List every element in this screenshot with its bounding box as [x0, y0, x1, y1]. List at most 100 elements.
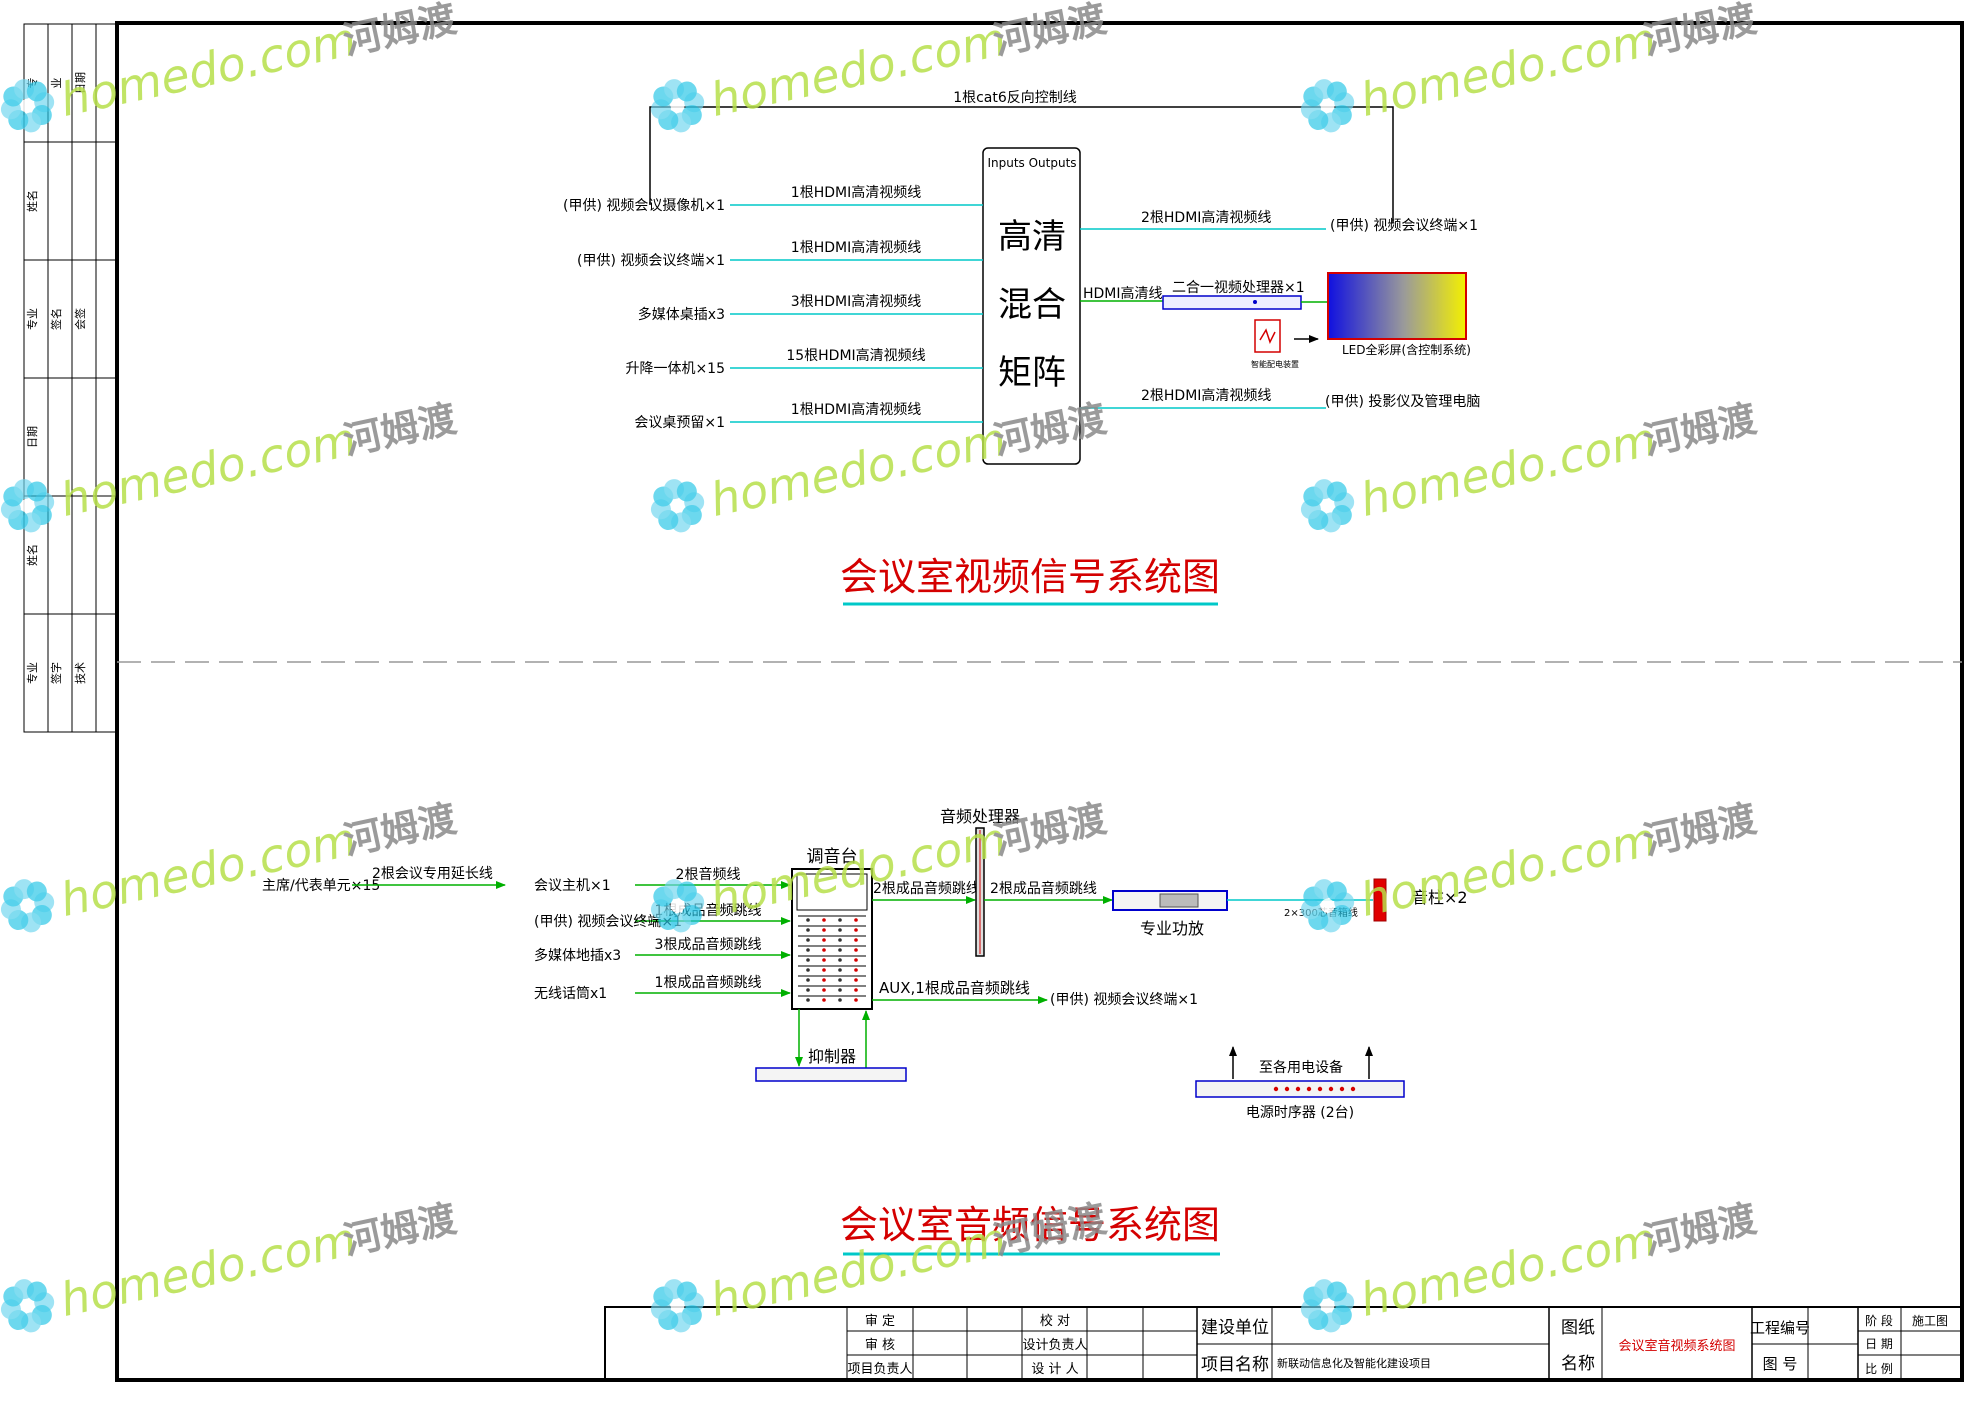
aux-cable: AUX,1根成品音频跳线 [879, 979, 1030, 997]
sequencer-led [1295, 1086, 1301, 1092]
mixer-knob [838, 998, 842, 1002]
mixer-knob [854, 968, 858, 972]
mixer-knob [822, 928, 826, 932]
tb-client-label: 建设单位 [1201, 1318, 1269, 1338]
watermark-cn: 河姆渡 [340, 796, 461, 863]
mixer-knob [822, 978, 826, 982]
mixer-knob [806, 918, 810, 922]
mixer-knob [838, 958, 842, 962]
sequencer-led [1317, 1086, 1323, 1092]
watermark-text: homedo.com [56, 412, 361, 527]
matrix-char-1: 高清 [998, 217, 1066, 257]
audio-processor-label: 音频处理器 [940, 807, 1020, 826]
mixer-top-panel [796, 873, 868, 911]
speaker-column [1373, 878, 1387, 922]
video-processor [1162, 295, 1302, 310]
sequencer-led [1273, 1086, 1279, 1092]
power-sensor-icon [1259, 328, 1276, 344]
tb-eng-no: 工程编号 [1750, 1319, 1810, 1337]
flower-icon [0, 479, 55, 533]
watermark-text: homedo.com [1356, 812, 1661, 927]
tb-fig-no: 图 号 [1763, 1355, 1798, 1373]
audio-input-cable: 3根成品音频跳线 [655, 936, 762, 953]
flower-icon [0, 1279, 55, 1333]
mixer-knob [854, 948, 858, 952]
video-out-bot-device: (甲供) 投影仪及管理电脑 [1325, 394, 1480, 410]
proc-to-amp-cable: 2根成品音频跳线 [990, 880, 1097, 897]
audio-input-device: (甲供) 视频会议终端×1 [534, 914, 682, 930]
video-input-cable: 1根HDMI高清视频线 [791, 401, 921, 418]
matrix-char-2: 混合 [998, 285, 1066, 325]
mixer-knob [822, 988, 826, 992]
tb-pm: 项目负责人 [847, 1362, 912, 1377]
video-input-device: (甲供) 视频会议终端×1 [577, 253, 725, 269]
watermark-text: homedo.com [1356, 12, 1661, 127]
strip-cell-text: 日期 [74, 72, 87, 94]
flower-icon [1300, 479, 1355, 533]
strip-cell-text: 专业 [25, 662, 39, 684]
tb-scale: 比 例 [1865, 1362, 1893, 1376]
control-line [649, 106, 1394, 223]
mixer-knob [854, 938, 858, 942]
watermark-cn: 河姆渡 [340, 1196, 461, 1263]
mixer-knob [822, 938, 826, 942]
strip-cell-text: 签字 [49, 662, 63, 684]
power-sensor [1254, 319, 1281, 353]
amplifier-vent [1159, 893, 1199, 908]
video-input-cable: 1根HDMI高清视频线 [791, 239, 921, 256]
mixer-knob [854, 978, 858, 982]
mixer-knob [854, 988, 858, 992]
strip-cell-text: 姓名 [25, 190, 39, 212]
video-matrix [982, 147, 1081, 465]
signature-strip: 专业日期姓名专业签名会签日期姓名专业签字技术 [23, 23, 119, 733]
watermark-text: homedo.com [706, 12, 1011, 127]
strip-cell-text: 签名 [49, 308, 63, 330]
video-out-top-cable: 2根HDMI高清视频线 [1141, 209, 1271, 226]
matrix-char-3: 矩阵 [998, 353, 1066, 393]
tb-drawing-label-2: 名称 [1561, 1354, 1595, 1374]
video-input-device: 升降一体机×15 [625, 361, 725, 377]
watermark-text: homedo.com [56, 1212, 361, 1327]
video-out-bot-cable: 2根HDMI高清视频线 [1141, 387, 1271, 404]
tb-design-lead: 设计负责人 [1022, 1338, 1087, 1353]
mixer-knob [838, 948, 842, 952]
flower-icon [0, 79, 55, 133]
mixer-knob [854, 918, 858, 922]
audio-ext-cable: 2根会议专用延长线 [372, 866, 493, 882]
video-input-cable: 15根HDMI高清视频线 [786, 347, 925, 364]
control-line-label: 1根cat6反向控制线 [953, 90, 1077, 106]
aux-device: (甲供) 视频会议终端×1 [1050, 992, 1198, 1008]
sequencer-led [1339, 1086, 1345, 1092]
flower-icon [0, 879, 55, 933]
amplifier-label: 专业功放 [1140, 919, 1204, 938]
watermark-text: homedo.com [56, 812, 361, 927]
mixer-knob [806, 978, 810, 982]
mixer-knob [838, 938, 842, 942]
mixer-knob [822, 998, 826, 1002]
mixer-knob [806, 998, 810, 1002]
power-sequencer-label: 电源时序器 (2台) [1246, 1105, 1354, 1121]
watermark-text: homedo.com [1356, 412, 1661, 527]
mix-to-proc-cable: 2根成品音频跳线 [873, 880, 980, 897]
title-block: 审 定 审 核 项目负责人 校 对 设计负责人 设 计 人 建设单位 项目名称 … [604, 1306, 1963, 1381]
tb-date: 日 期 [1865, 1337, 1893, 1351]
tb-review: 审 定 [865, 1314, 895, 1329]
led-screen [1327, 272, 1467, 340]
video-diagram: 1根cat6反向控制线 Inputs Outputs 高清 混合 矩阵 (甲供)… [563, 90, 1480, 606]
tb-project-name: 新联动信息化及智能化建设项目 [1277, 1356, 1431, 1370]
tb-audit: 审 核 [865, 1338, 895, 1353]
watermark-cn: 河姆渡 [1640, 0, 1761, 63]
mixer-knob [822, 948, 826, 952]
watermark-text: homedo.com [706, 412, 1011, 527]
watermark-cn: 河姆渡 [340, 0, 461, 63]
mixer-knob [854, 998, 858, 1002]
power-target-label: 至各用电设备 [1259, 1059, 1343, 1076]
tb-stage: 阶 段 [1865, 1313, 1893, 1328]
tb-stage-val: 施工图 [1912, 1314, 1948, 1328]
